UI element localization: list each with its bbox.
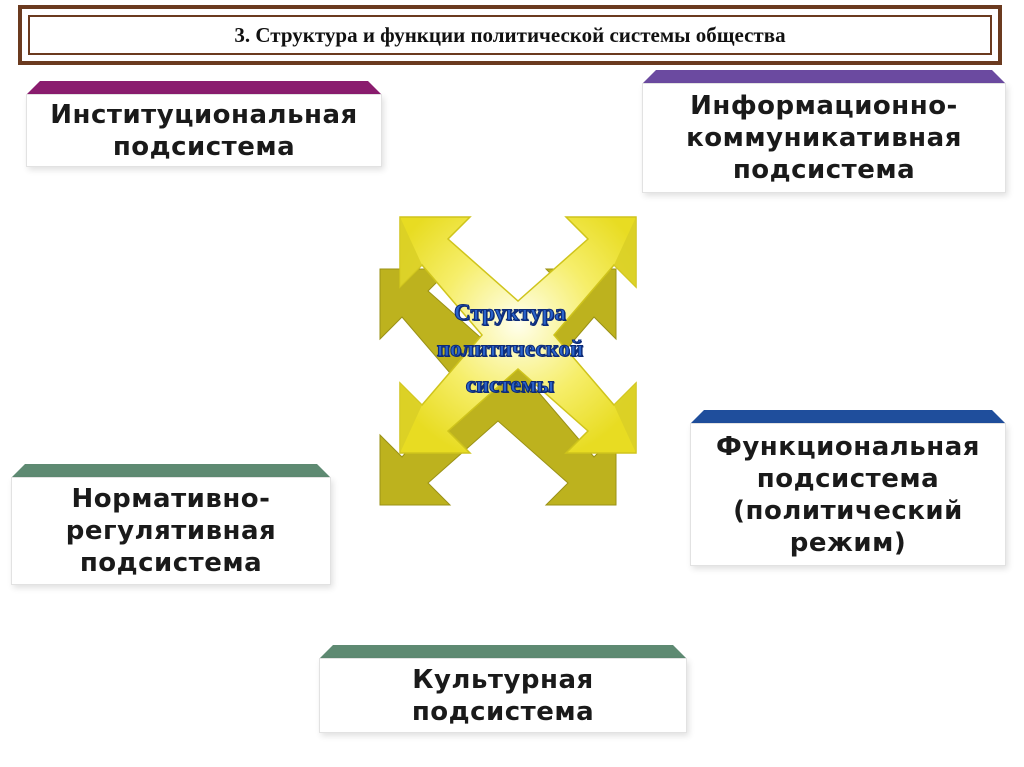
- card-label-information: Информационно- коммуникативная подсистем…: [686, 91, 962, 185]
- title-frame: 3. Структура и функции политической сист…: [18, 5, 1002, 65]
- bevel-bottom-right: [614, 383, 636, 453]
- title-inner-frame: 3. Структура и функции политической сист…: [28, 15, 992, 55]
- card-body: Институциональная подсистема: [26, 94, 382, 167]
- card-body: Информационно- коммуникативная подсистем…: [642, 83, 1006, 193]
- card-label-normative: Нормативно- регулятивная подсистема: [65, 484, 277, 578]
- center-label: Структура политической системы: [436, 300, 584, 398]
- card-body: Функциональная подсистема (политический …: [690, 423, 1006, 566]
- card-label-institutional: Институциональная подсистема: [50, 99, 358, 162]
- bevel-top-left: [400, 217, 422, 287]
- page-title: 3. Структура и функции политической сист…: [234, 22, 786, 47]
- card-cap: [11, 464, 331, 478]
- four-way-arrow-shape: [379, 216, 637, 506]
- card-institutional: Институциональная подсистема: [26, 81, 382, 167]
- card-body: Культурная подсистема: [319, 658, 687, 733]
- bevel-bottom-left: [400, 383, 422, 453]
- card-normative: Нормативно- регулятивная подсистема: [11, 464, 331, 585]
- card-cap: [642, 70, 1006, 84]
- card-cap: [319, 645, 687, 659]
- bevel-top-right: [614, 217, 636, 287]
- arrow-bevels: [400, 217, 636, 453]
- card-information: Информационно- коммуникативная подсистем…: [642, 70, 1006, 193]
- card-body: Нормативно- регулятивная подсистема: [11, 477, 331, 585]
- card-cap: [26, 81, 382, 95]
- card-cap: [690, 410, 1006, 424]
- card-label-cultural: Культурная подсистема: [411, 664, 595, 727]
- card-functional: Функциональная подсистема (политический …: [690, 410, 1006, 566]
- card-label-functional: Функциональная подсистема (политический …: [716, 431, 980, 558]
- card-cultural: Культурная подсистема: [319, 645, 687, 733]
